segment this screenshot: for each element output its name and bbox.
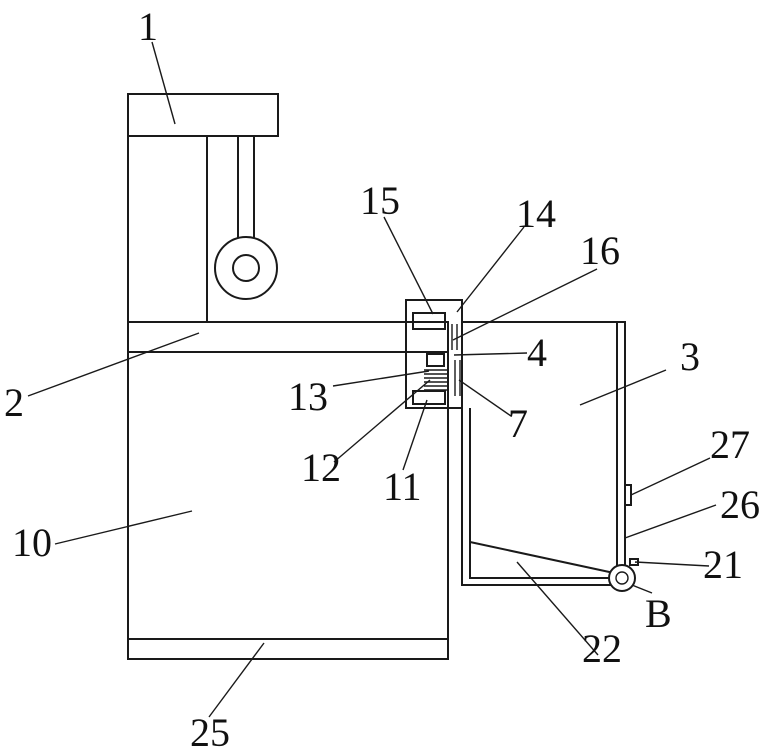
stop-part-27 [625, 485, 631, 505]
label-B: B [645, 591, 672, 636]
column [128, 136, 207, 322]
label-12: 12 [301, 445, 341, 490]
horizontal-arm-part-2 [128, 322, 448, 352]
spring-assembly [424, 354, 448, 390]
label-2: 2 [4, 380, 24, 425]
label-25: 25 [190, 710, 230, 755]
hinge-b [609, 565, 635, 591]
label-10: 10 [12, 520, 52, 565]
label-27: 27 [710, 422, 750, 467]
label-4: 4 [527, 330, 547, 375]
label-22: 22 [582, 626, 622, 671]
leader-lines [28, 42, 716, 717]
label-3: 3 [680, 334, 700, 379]
label-1: 1 [138, 4, 158, 49]
label-15: 15 [360, 178, 400, 223]
top-block-part-1 [128, 94, 278, 136]
label-21: 21 [703, 542, 743, 587]
label-14: 14 [516, 191, 556, 236]
label-11: 11 [383, 464, 422, 509]
part-labels: 1 15 14 16 3 4 13 2 7 27 12 11 26 10 21 … [4, 4, 760, 755]
label-13: 13 [288, 374, 328, 419]
label-26: 26 [720, 482, 760, 527]
hanging-ring [215, 136, 277, 299]
label-16: 16 [580, 228, 620, 273]
guide-rods [452, 324, 460, 396]
label-7: 7 [508, 401, 528, 446]
inclined-plate-part-22 [470, 542, 614, 573]
